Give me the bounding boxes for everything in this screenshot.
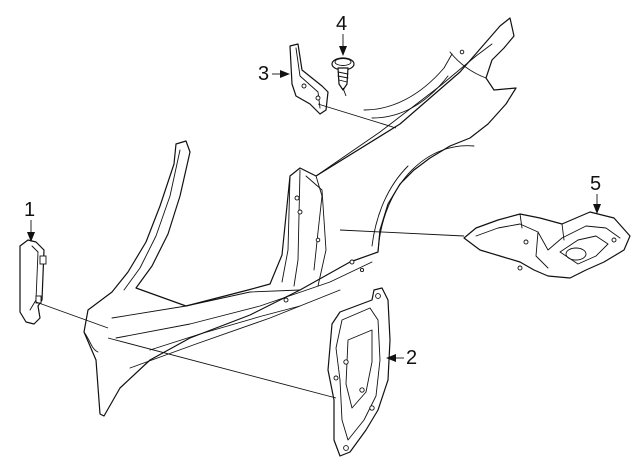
b-pillar (281, 169, 327, 287)
leader-part-3 (317, 103, 397, 129)
part-2-inner-1 (335, 307, 381, 441)
quarter-window-inner (371, 75, 449, 119)
part-2-hole-6 (333, 375, 339, 381)
b-pillar-hole-1 (294, 195, 300, 201)
rocker-lower-line (129, 289, 341, 369)
part-5-inner-2 (535, 231, 549, 269)
callout-5-label: 5 (590, 173, 601, 195)
callout-2-label: 2 (406, 347, 417, 369)
part-5-hole-1 (523, 239, 529, 245)
quarter-window-edge (363, 53, 453, 111)
part-5-liner (463, 211, 631, 279)
part-2-hole-5 (343, 445, 349, 451)
part-2-hole-3 (359, 387, 365, 393)
callout-1-arrowhead (27, 232, 35, 242)
part-5-cup (565, 247, 587, 261)
leader-part-5 (339, 229, 465, 237)
callout-3-label: 3 (258, 63, 269, 85)
part-5-edge (519, 213, 565, 241)
callout-3-arrowhead (280, 70, 290, 78)
leader-lines (35, 87, 465, 399)
callout-4-label: 4 (336, 13, 347, 35)
part-5-shape (463, 211, 631, 279)
callout-1: 1 (24, 199, 35, 242)
leader-part-1 (35, 301, 109, 329)
rocker-bottom (115, 261, 373, 339)
callout-1-label: 1 (24, 199, 35, 221)
part-1-inner (29, 245, 39, 311)
rocker-hole-1 (349, 259, 355, 265)
part-4-thread (337, 71, 349, 83)
part-2-hole-1 (375, 293, 381, 299)
rear-top-hole (459, 49, 465, 55)
front-lower-curve (83, 331, 99, 353)
part-4-screw (331, 57, 355, 91)
part-2-inner-panel (327, 287, 391, 457)
callout-4: 4 (336, 13, 347, 56)
part-5-hole-3 (611, 237, 617, 243)
callout-2-arrowhead (386, 354, 396, 362)
callout-4-arrowhead (339, 46, 347, 56)
part-2-hole-4 (369, 405, 375, 411)
part-1-tab (39, 255, 47, 265)
b-pillar-hole-2 (297, 209, 303, 215)
part-5-inner-1 (475, 223, 621, 251)
callout-5: 5 (590, 173, 601, 214)
leader-part-4 (342, 87, 347, 97)
rocker-top (111, 289, 301, 319)
part-2-hole-2 (343, 359, 349, 365)
part-3-hole-1 (301, 83, 307, 89)
callout-2: 2 (386, 347, 417, 369)
rear-top-edge (449, 51, 487, 79)
part-2-shape (327, 287, 391, 457)
b-pillar-edge (313, 175, 323, 271)
body-side-panel (83, 17, 517, 417)
callout-3: 3 (258, 63, 290, 85)
wheel-arch-inner (371, 165, 409, 247)
leader-part-2 (107, 337, 337, 399)
part-3-bracket (289, 43, 329, 115)
part-4-shank (337, 67, 349, 91)
b-pillar-hole-3 (315, 237, 321, 243)
part-2-inner-2 (345, 329, 373, 409)
part-5-inner-3 (559, 235, 609, 265)
part-3-shape (289, 43, 329, 115)
wheel-arch (377, 145, 475, 253)
part-5-hole-2 (517, 265, 523, 271)
part-1-trim (19, 239, 47, 325)
callout-5-arrowhead (593, 204, 601, 214)
rocker-hole-3 (359, 267, 365, 273)
rocker-hole-2 (283, 297, 289, 303)
part-3-hole-2 (315, 95, 321, 101)
part-4-head-top (334, 58, 352, 66)
rocker-line (149, 305, 301, 351)
a-pillar-inner (123, 149, 181, 291)
part-1-shape (19, 239, 45, 325)
